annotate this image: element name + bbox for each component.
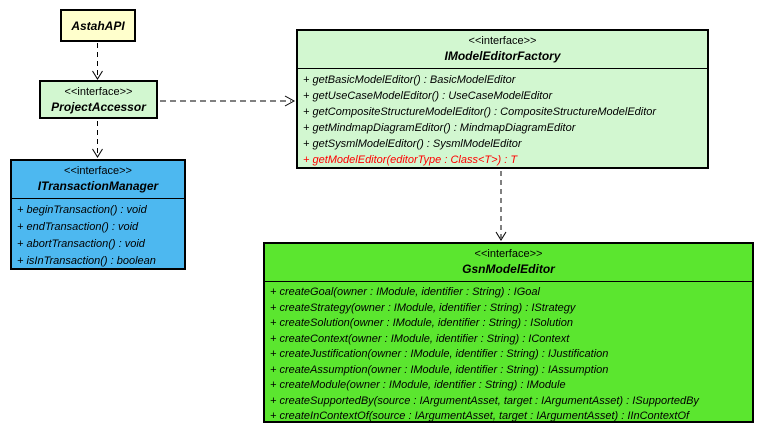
method-row: + getUseCaseModelEditor() : UseCaseModel… xyxy=(303,90,553,102)
class-box-imodeleditorfactory[interactable]: <<interface>> IModelEditorFactory + getB… xyxy=(296,29,709,169)
method-row: + getCompositeStructureModelEditor() : C… xyxy=(303,106,657,118)
class-name: ProjectAccessor xyxy=(51,100,146,114)
class-name: GsnModelEditor xyxy=(462,262,555,276)
stereotype-label: <<interface>> xyxy=(474,248,543,260)
class-header: <<interface>> GsnModelEditor xyxy=(265,244,752,277)
method-row: + createGoal(owner : IModule, identifier… xyxy=(270,286,540,298)
class-header: <<interface>> ITransactionManager xyxy=(12,161,184,194)
method-row: + isInTransaction() : boolean xyxy=(17,255,156,267)
method-row: + getBasicModelEditor() : BasicModelEdit… xyxy=(303,74,516,86)
method-row: + getMindmapDiagramEditor() : MindmapDia… xyxy=(303,122,576,134)
stereotype-label: <<interface>> xyxy=(64,165,132,177)
class-box-gsnmodeleditor[interactable]: <<interface>> GsnModelEditor + createGoa… xyxy=(263,242,754,423)
class-name: ITransactionManager xyxy=(37,179,159,193)
method-row: + createInContextOf(source : IArgumentAs… xyxy=(270,410,690,422)
stereotype-label: <<interface>> xyxy=(64,86,133,98)
class-box-itransactionmanager[interactable]: <<interface>> ITransactionManager + begi… xyxy=(10,159,186,270)
method-row: + endTransaction() : void xyxy=(17,221,139,233)
method-row: + createStrategy(owner : IModule, identi… xyxy=(270,301,576,314)
class-box-projectaccessor[interactable]: <<interface>> ProjectAccessor xyxy=(39,80,158,119)
method-row: + createSupportedBy(source : IArgumentAs… xyxy=(270,394,699,407)
method-row: + createSolution(owner : IModule, identi… xyxy=(270,317,573,329)
class-name: AstahAPI xyxy=(71,18,125,33)
method-row: + createAssumption(owner : IModule, iden… xyxy=(270,363,609,376)
method-row: + createContext(owner : IModule, identif… xyxy=(270,332,570,345)
dependency-arrow-projectaccessor-to-imodeleditorfactory xyxy=(160,95,296,107)
method-row: + createJustification(owner : IModule, i… xyxy=(270,348,609,360)
method-list: + beginTransaction() : void + endTransact… xyxy=(12,198,184,270)
method-list: + getBasicModelEditor() : BasicModelEdit… xyxy=(298,68,707,168)
method-row: + abortTransaction() : void xyxy=(17,238,145,250)
method-row: + beginTransaction() : void xyxy=(17,204,147,216)
method-row: + createModule(owner : IModule, identifi… xyxy=(270,379,566,391)
dependency-arrow-imodeleditorfactory-to-gsnmodeleditor xyxy=(495,171,507,241)
stereotype-label: <<interface>> xyxy=(468,35,537,47)
dependency-arrow-astahapi-to-projectaccessor xyxy=(92,43,103,80)
method-row: + getSysmlModelEditor() : SysmlModelEdit… xyxy=(303,138,522,150)
method-list: + createGoal(owner : IModule, identifier… xyxy=(265,281,752,425)
class-header: <<interface>> IModelEditorFactory xyxy=(298,31,707,64)
class-name: IModelEditorFactory xyxy=(444,49,561,63)
class-box-astahapi[interactable]: AstahAPI xyxy=(60,9,136,42)
class-header: <<interface>> ProjectAccessor xyxy=(41,82,156,115)
dependency-arrow-projectaccessor-to-itransactionmanager xyxy=(92,121,103,158)
method-row: + getModelEditor(editorType : Class<T>) … xyxy=(303,154,518,166)
